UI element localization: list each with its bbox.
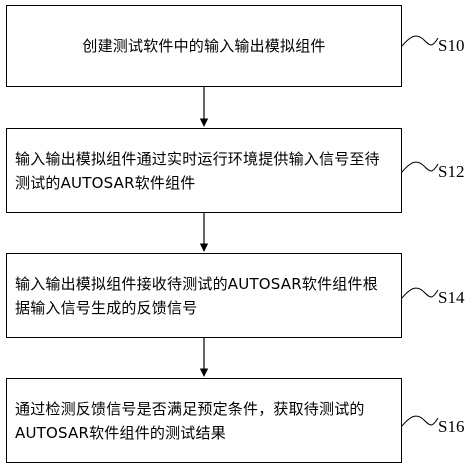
step-label-s12: S12 <box>438 162 465 181</box>
step-box-s16: 通过检测反馈信号是否满足预定条件，获取待测试的AUTOSAR软件组件的测试结果 <box>6 378 402 463</box>
step-box-s14: 输入输出模拟组件接收待测试的AUTOSAR软件组件根据输入信号生成的反馈信号 <box>6 253 402 338</box>
step-text-s12: 输入输出模拟组件通过实时运行环境提供输入信号至待测试的AUTOSAR软件组件 <box>15 149 380 192</box>
step-box-s10: 创建测试软件中的输入输出模拟组件 <box>6 5 402 87</box>
step-label-s14: S14 <box>438 288 465 307</box>
leader-s16 <box>401 415 439 427</box>
step-box-s12: 输入输出模拟组件通过实时运行环境提供输入信号至待测试的AUTOSAR软件组件 <box>6 128 402 213</box>
leader-s12 <box>401 161 439 173</box>
step-label-s16: S16 <box>438 417 465 436</box>
step-text-s10: 创建测试软件中的输入输出模拟组件 <box>82 37 326 55</box>
leader-s14 <box>401 287 439 299</box>
step-text-s16: 通过检测反馈信号是否满足预定条件，获取待测试的AUTOSAR软件组件的测试结果 <box>15 399 365 442</box>
step-label-s10: S10 <box>438 36 465 55</box>
step-text-s14: 输入输出模拟组件接收待测试的AUTOSAR软件组件根据输入信号生成的反馈信号 <box>15 274 378 317</box>
leader-s10 <box>401 35 439 47</box>
